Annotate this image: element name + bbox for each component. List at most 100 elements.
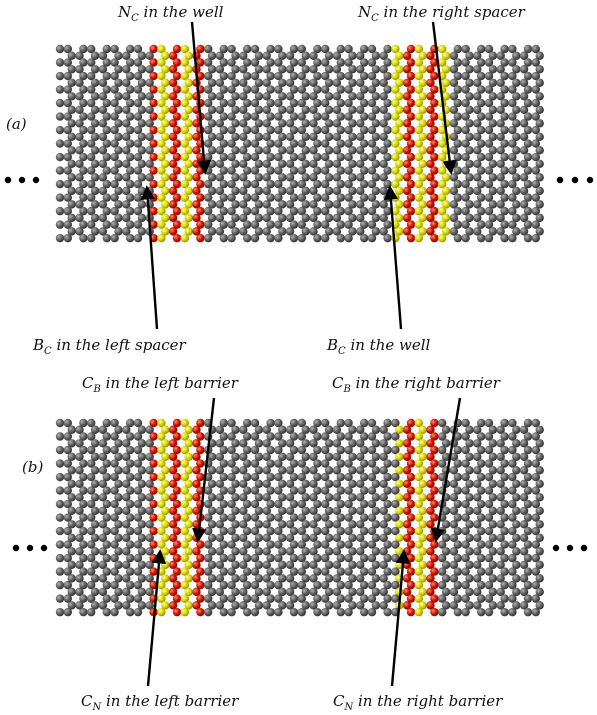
- lattice-atom: [133, 233, 143, 243]
- lattice-atom: [239, 452, 248, 461]
- lattice-atom: [239, 119, 248, 128]
- lattice-atom: [356, 213, 365, 223]
- lattice-atom: [192, 452, 201, 461]
- lattice-atom: [79, 44, 88, 54]
- lattice-atom: [367, 58, 377, 67]
- lattice-atom: [414, 85, 423, 94]
- lattice-atom: [204, 112, 213, 121]
- lattice-atom: [172, 139, 182, 148]
- lattice-atom: [168, 65, 178, 74]
- lattice-atom: [157, 71, 166, 81]
- lattice-atom: [297, 71, 306, 81]
- lattice-atom: [367, 418, 377, 428]
- lattice-atom: [531, 166, 540, 175]
- lattice-atom: [332, 227, 342, 236]
- lattice-atom: [500, 233, 509, 243]
- lattice-atom: [418, 105, 427, 114]
- lattice-atom: [126, 98, 135, 108]
- lattice-atom: [321, 206, 330, 216]
- lattice-atom: [336, 418, 345, 428]
- lattice-atom: [98, 78, 108, 87]
- lattice-atom: [324, 439, 334, 448]
- lattice-atom: [523, 445, 533, 455]
- lattice-atom: [149, 166, 158, 175]
- lattice-atom: [477, 206, 486, 216]
- lattice-atom: [172, 112, 182, 121]
- lattice-atom: [114, 92, 123, 101]
- lattice-atom: [192, 132, 201, 142]
- lattice-atom: [149, 44, 158, 54]
- lattice-atom: [414, 179, 423, 189]
- arrow-nc-well: [190, 21, 212, 175]
- lattice-atom: [395, 132, 404, 142]
- lattice-atom: [391, 139, 400, 148]
- lattice-atom: [348, 105, 357, 114]
- lattice-atom: [79, 139, 88, 148]
- lattice-atom: [133, 85, 143, 94]
- lattice-atom: [344, 206, 353, 216]
- lattice-atom: [192, 439, 201, 448]
- lattice-atom: [122, 78, 131, 87]
- lattice-atom: [114, 132, 123, 142]
- lattice-atom: [406, 445, 416, 455]
- lattice-atom: [219, 85, 228, 94]
- lattice-atom: [133, 206, 143, 216]
- lattice-atom: [157, 125, 166, 135]
- lattice-atom: [465, 425, 474, 434]
- lattice-atom: [324, 132, 334, 142]
- lattice-atom: [87, 193, 96, 202]
- lattice-atom: [496, 65, 505, 74]
- lattice-atom: [465, 92, 474, 101]
- lattice-atom: [157, 179, 166, 189]
- lattice-atom: [313, 459, 322, 468]
- lattice-atom: [266, 432, 275, 441]
- lattice-atom: [383, 125, 392, 135]
- lattice-atom: [126, 459, 135, 468]
- lattice-atom: [531, 193, 540, 202]
- lattice-atom: [484, 233, 494, 243]
- lattice-atom: [332, 186, 342, 196]
- lattice-atom: [87, 85, 96, 94]
- lattice-atom: [477, 125, 486, 135]
- lattice-atom: [145, 119, 154, 128]
- lattice-atom: [301, 452, 310, 461]
- lattice-atom: [461, 206, 470, 216]
- lattice-atom: [356, 173, 365, 182]
- lattice-atom: [406, 58, 416, 67]
- lattice-atom: [285, 159, 295, 169]
- lattice-atom: [184, 51, 193, 60]
- lattice-atom: [184, 186, 193, 196]
- lattice-atom: [426, 105, 435, 114]
- lattice-atom: [367, 112, 377, 121]
- lattice-atom: [449, 92, 459, 101]
- lattice-atom: [477, 220, 486, 229]
- lattice-atom: [371, 78, 381, 87]
- lattice-atom: [395, 425, 404, 434]
- lattice-atom: [531, 179, 540, 189]
- lattice-atom: [227, 233, 236, 243]
- lattice-atom: [274, 98, 283, 108]
- lattice-atom: [313, 112, 322, 121]
- lattice-atom: [426, 173, 435, 182]
- lattice-atom: [348, 51, 357, 60]
- lattice-atom: [508, 206, 517, 216]
- lattice-atom: [348, 78, 357, 87]
- lattice-atom: [266, 85, 275, 94]
- lattice-atom: [90, 132, 100, 142]
- lattice-atom: [110, 179, 119, 189]
- lattice-atom: [215, 92, 225, 101]
- lattice-atom: [75, 227, 84, 236]
- lattice-atom: [243, 193, 252, 202]
- lattice-atom: [90, 119, 100, 128]
- lattice-atom: [55, 58, 65, 67]
- lattice-atom: [285, 146, 295, 155]
- lattice-atom: [207, 213, 217, 223]
- lattice-atom: [379, 159, 388, 169]
- lattice-atom: [414, 432, 423, 441]
- lattice-atom: [102, 166, 112, 175]
- lattice-a-atoms: [55, 44, 544, 243]
- lattice-atom: [67, 78, 76, 87]
- lattice-atom: [360, 58, 369, 67]
- lattice-atom: [215, 119, 225, 128]
- lattice-atom: [324, 92, 334, 101]
